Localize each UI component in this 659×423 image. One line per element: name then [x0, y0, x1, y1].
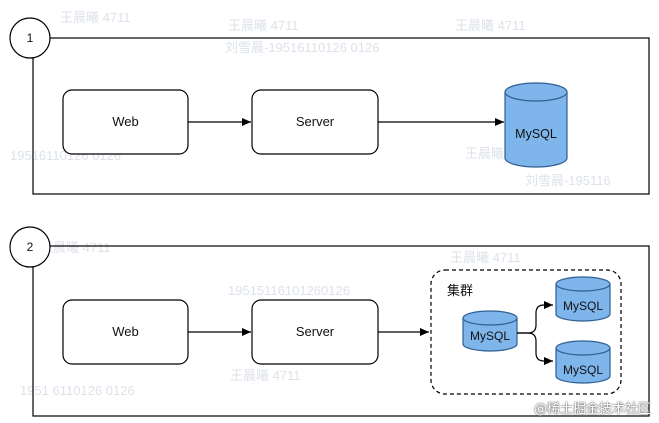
database-icon	[504, 82, 568, 168]
cluster-container	[430, 269, 622, 395]
database-icon	[555, 340, 611, 384]
watermark-phone: 刘雪晨-19516110126 0126	[225, 40, 379, 55]
replica-bottom-label: MySQL	[563, 363, 603, 377]
cluster-label: 集群	[447, 283, 473, 298]
watermark-name: 王晨曦 4711	[60, 10, 131, 25]
watermark-name: 王晨曦 4711	[455, 18, 526, 33]
database-icon	[555, 276, 611, 322]
database-icon	[462, 310, 518, 352]
section-2-number-circle	[9, 226, 51, 268]
section-1-number-circle	[9, 17, 51, 59]
replica-top-label: MySQL	[563, 299, 603, 313]
watermark-phone: 19515116101260126	[228, 283, 350, 298]
watermark-name: 王晨曦 4711	[450, 250, 521, 265]
section-2-number: 2	[27, 240, 34, 254]
section-1-frame	[32, 37, 650, 195]
server-label-2: Server	[296, 324, 335, 339]
primary-db-label: MySQL	[470, 329, 510, 343]
section-1: 1 Web Server MySQL	[9, 17, 650, 195]
server-label-1: Server	[296, 114, 335, 129]
db-label-1: MySQL	[515, 127, 557, 141]
web-label-2: Web	[112, 324, 139, 339]
watermark-name: 王晨曦 4711	[228, 18, 299, 33]
watermark-name: 王晨曦 4711	[230, 368, 301, 383]
watermark-layer: 王晨曦 4711 王晨曦 4711 刘雪晨-19516110126 0126 王…	[10, 10, 611, 398]
web-label-1: Web	[112, 114, 139, 129]
arrow-to-replica-top	[517, 301, 553, 334]
arrow-to-replica-bottom	[517, 332, 553, 365]
section-2-frame	[32, 245, 650, 417]
section-1-number: 1	[27, 31, 34, 45]
watermark-name: 王晨曦 4711	[40, 240, 111, 255]
credit-watermark: @稀土掘金技术社区	[533, 402, 651, 417]
section-2: 2 Web Server 集群 MySQL MySQL MySQL	[9, 226, 650, 417]
watermark-phone: 刘雪晨-195116	[525, 173, 611, 188]
watermark-phone: 1951 6110126 0126	[20, 383, 135, 398]
